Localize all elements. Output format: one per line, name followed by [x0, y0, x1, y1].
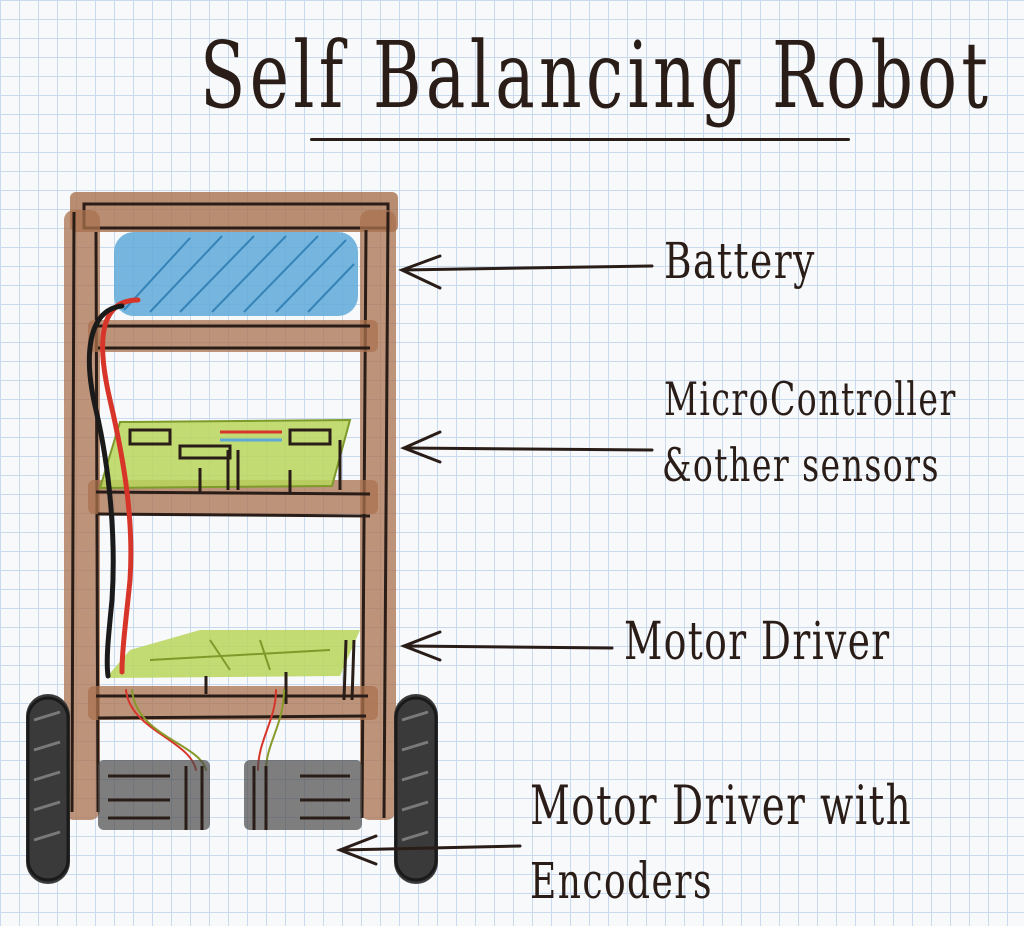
- robot-frame: [64, 192, 398, 820]
- wheel-left: [26, 694, 70, 884]
- label-motor-driver: Motor Driver: [624, 612, 891, 672]
- arrow-microcontroller: [400, 430, 654, 464]
- microcontroller-board: [98, 418, 352, 494]
- diagram-title: Self Balancing Robot: [200, 22, 993, 129]
- shelf-1: [88, 320, 378, 352]
- battery-pack: [114, 232, 358, 316]
- top-beam: [70, 192, 398, 232]
- motor-right: [244, 760, 362, 830]
- wheel-right: [394, 694, 438, 884]
- label-motors-line1: Motor Driver with: [530, 774, 913, 837]
- label-microcontroller-line2: &other sensors: [662, 438, 940, 492]
- arrows: [335, 254, 654, 866]
- label-motors-line2: Encoders: [530, 852, 713, 910]
- label-battery: Battery: [664, 232, 816, 290]
- arrow-motors: [335, 834, 522, 866]
- label-microcontroller-line1: MicroController: [664, 372, 957, 426]
- motor-left: [98, 760, 210, 830]
- shelf-2: [88, 480, 378, 514]
- title-underline: [310, 138, 850, 141]
- arrow-motor-driver: [399, 630, 614, 662]
- motor-driver-board: [106, 630, 360, 704]
- arrow-battery: [398, 254, 654, 290]
